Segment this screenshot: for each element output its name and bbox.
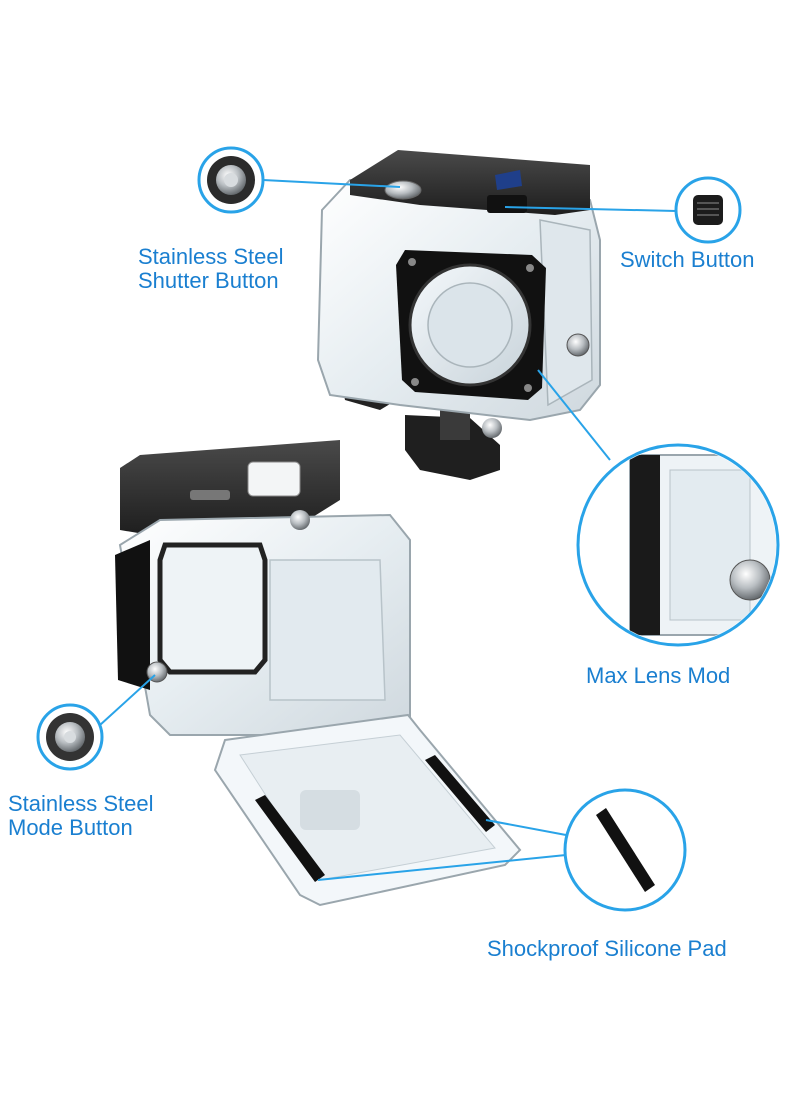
silicone-pad-icon [563, 788, 687, 912]
switch-button-label: Switch Button [620, 247, 755, 272]
silicone-pad-label: Shockproof Silicone Pad [487, 936, 727, 961]
mode-button-label: Stainless Steel Mode Button [8, 792, 154, 840]
shutter-button-label-line2: Shutter Button [138, 268, 279, 293]
mode-button-label-line2: Mode Button [8, 815, 133, 840]
switch-button-icon [674, 176, 742, 244]
leader-lines [99, 179, 677, 881]
mode-button-label-line1: Stainless Steel [8, 791, 154, 816]
open-housing [115, 440, 522, 907]
max-lens-mod-icon [576, 443, 780, 647]
shutter-button-label-line1: Stainless Steel [138, 244, 284, 269]
shutter-button-label: Stainless Steel Shutter Button [138, 245, 284, 293]
max-lens-mod-label: Max Lens Mod [586, 663, 731, 688]
mode-button-icon [36, 703, 104, 771]
closed-housing [316, 150, 601, 480]
shutter-button-icon [197, 146, 265, 214]
